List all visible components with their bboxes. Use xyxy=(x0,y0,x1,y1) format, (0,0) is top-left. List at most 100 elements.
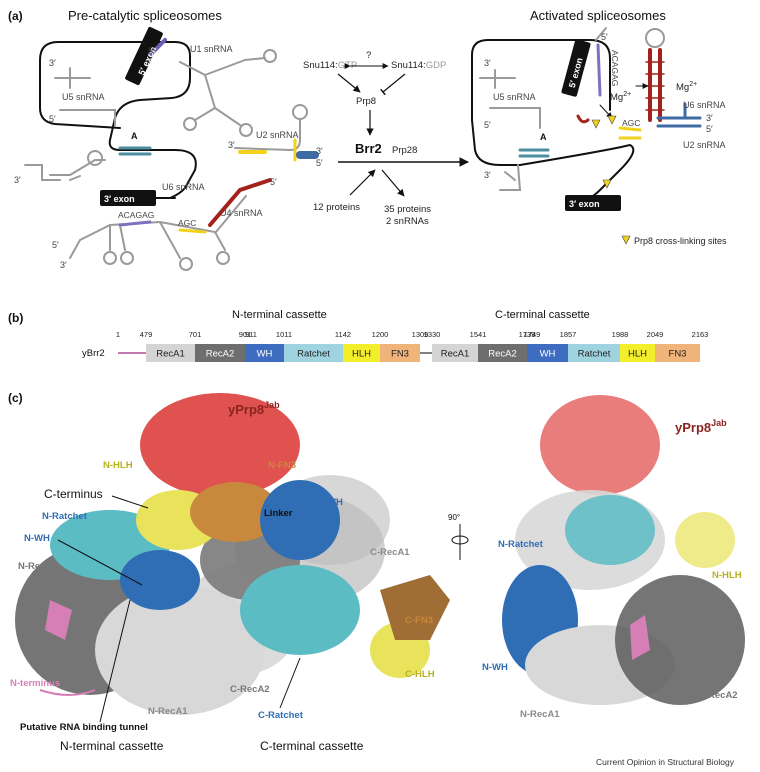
left-5p-1: 5′ xyxy=(148,46,155,56)
c-reca1-label: C-RecA1 xyxy=(370,547,410,558)
crosslink-legend: Prp8 cross-linking sites xyxy=(621,235,727,246)
left-u6-label: U6 snRNA xyxy=(162,182,205,192)
left-agc: AGC xyxy=(178,218,196,228)
n-reca2-label: N-RecA2 xyxy=(18,561,58,572)
right-3p-1: 3′ xyxy=(484,58,491,68)
domain-label: Ratchet xyxy=(297,349,330,360)
c-cassette-title: C-terminal cassette xyxy=(495,309,590,321)
activated-schematic xyxy=(471,27,702,211)
n-wh-label: N-WH xyxy=(24,533,50,544)
thirtyfive-proteins: 35 proteins xyxy=(384,204,431,215)
right-5p-2: 5′ xyxy=(484,120,491,130)
domain-label: RecA1 xyxy=(156,349,185,360)
left-u4-label: U4 snRNA xyxy=(220,208,263,218)
domain-hlh-n xyxy=(343,344,380,362)
right-u5-label: U5 snRNA xyxy=(493,92,536,102)
two-snrnas: 2 snRNAs xyxy=(386,216,429,227)
left-acagag: ACAGAG xyxy=(118,210,154,220)
n-fn3-label: N-FN3 xyxy=(268,460,296,471)
left-3p-5: 3′ xyxy=(60,260,67,270)
n-reca1-label: N-RecA1 xyxy=(148,706,188,717)
yprp8-label-left: yPrp8Jab xyxy=(228,400,280,417)
left-5p-2: 5′ xyxy=(49,114,56,124)
domain-label: FN3 xyxy=(669,349,687,360)
journal-credit: Current Opinion in Structural Biology xyxy=(596,757,735,767)
brr2-label: Brr2 xyxy=(355,141,382,156)
residue-position: 479 xyxy=(140,330,153,339)
domain-fn3-c xyxy=(655,344,700,362)
rotate-icon: 90° xyxy=(448,513,469,560)
left-structure xyxy=(15,393,450,715)
domain-wh-c xyxy=(527,344,568,362)
snu114-gtp: Snu114:GTP xyxy=(303,60,357,71)
residue-position: 1988 xyxy=(612,330,629,339)
right-3p-3: 3′ xyxy=(484,170,491,180)
left-5p-3: 5′ xyxy=(316,158,323,168)
prp28-label: Prp28 xyxy=(392,145,417,156)
right-3-exon-label: 3′ exon xyxy=(569,199,600,209)
right-branch-a: A xyxy=(540,132,547,142)
c-wh-label: C-WH xyxy=(317,497,343,508)
left-u1-label: U1 snRNA xyxy=(190,44,233,54)
domain-hlh-c xyxy=(620,344,655,362)
residue-position: 1309 xyxy=(412,330,429,339)
residue-position: 1200 xyxy=(372,330,389,339)
residue-position: 1749 xyxy=(524,330,541,339)
rotation-label: 90° xyxy=(448,513,460,522)
residue-position: 1142 xyxy=(335,330,351,339)
panel-c-label: (c) xyxy=(8,391,23,405)
domain-wh-n xyxy=(245,344,284,362)
residue-position: 2049 xyxy=(647,330,664,339)
left-branch-a: A xyxy=(131,131,138,141)
domain-label: HLH xyxy=(628,349,647,360)
residue-position: 2163 xyxy=(692,330,709,339)
left-5p-4: 5′ xyxy=(270,177,277,187)
residue-position: 701 xyxy=(189,330,202,339)
right-agc: AGC xyxy=(622,118,640,128)
yprp8-label-right: yPrp8Jab xyxy=(675,418,727,435)
domain-ratchet-c xyxy=(568,344,620,362)
domain-fn3-n xyxy=(380,344,420,362)
c-fn3-label: C-FN3 xyxy=(405,615,433,626)
right-u6-label: U6 snRNA xyxy=(683,100,726,110)
n-ratchet-label: N-Ratchet xyxy=(42,511,88,522)
right-3p-2: 3′ xyxy=(706,113,713,123)
right-mg-1: Mg2+ xyxy=(676,81,697,93)
residue-position: 1 xyxy=(116,330,120,339)
domain-label: RecA2 xyxy=(206,349,235,360)
n-hlh-label: N-HLH xyxy=(103,460,133,471)
domain-reca2-c xyxy=(478,344,527,362)
left-3p-3: 3′ xyxy=(316,146,323,156)
left-u5-label: U5 snRNA xyxy=(62,92,105,102)
right-structure-labels: yPrp8Jab N-Ratchet N-HLH N-WH N-RecA1 N-… xyxy=(482,418,742,720)
right-n-ratchet-label: N-Ratchet xyxy=(498,539,544,550)
left-5p-5: 5′ xyxy=(52,240,59,250)
panel-b-label: (b) xyxy=(8,311,23,325)
domain-label: RecA2 xyxy=(488,349,517,360)
protein-name: yBrr2 xyxy=(82,348,105,359)
prp8-label: Prp8 xyxy=(356,96,376,107)
question-mark: ? xyxy=(366,50,371,61)
c-ratchet-label: C-Ratchet xyxy=(258,710,304,721)
right-n-wh-label: N-WH xyxy=(482,662,508,673)
right-5p-1: 5′ xyxy=(601,32,608,42)
n-cassette-title: N-terminal cassette xyxy=(232,309,327,321)
right-n-reca2-label: N-RecA2 xyxy=(698,690,738,701)
residue-position: 1541 xyxy=(470,330,487,339)
c-hlh-label: C-HLH xyxy=(405,669,435,680)
reaction-scheme: Snu114:GTP Snu114:GDP ? Prp8 Brr2 Prp28 … xyxy=(303,50,469,227)
residue-position: 1857 xyxy=(560,330,577,339)
domain-reca2-n xyxy=(195,344,245,362)
precatalytic-schematic xyxy=(24,26,319,271)
n-terminus-label: N-terminus xyxy=(10,678,60,689)
twelve-proteins: 12 proteins xyxy=(313,202,360,213)
right-n-hlh-label: N-HLH xyxy=(712,570,742,581)
c-reca2-label: C-RecA2 xyxy=(230,684,270,695)
snu114-gdp: Snu114:GDP xyxy=(391,60,446,71)
residue-position: 901 xyxy=(239,330,252,339)
domain-reca1-c xyxy=(432,344,478,362)
left-u2-label: U2 snRNA xyxy=(256,130,299,140)
panel-a-right-title: Activated spliceosomes xyxy=(530,8,666,23)
